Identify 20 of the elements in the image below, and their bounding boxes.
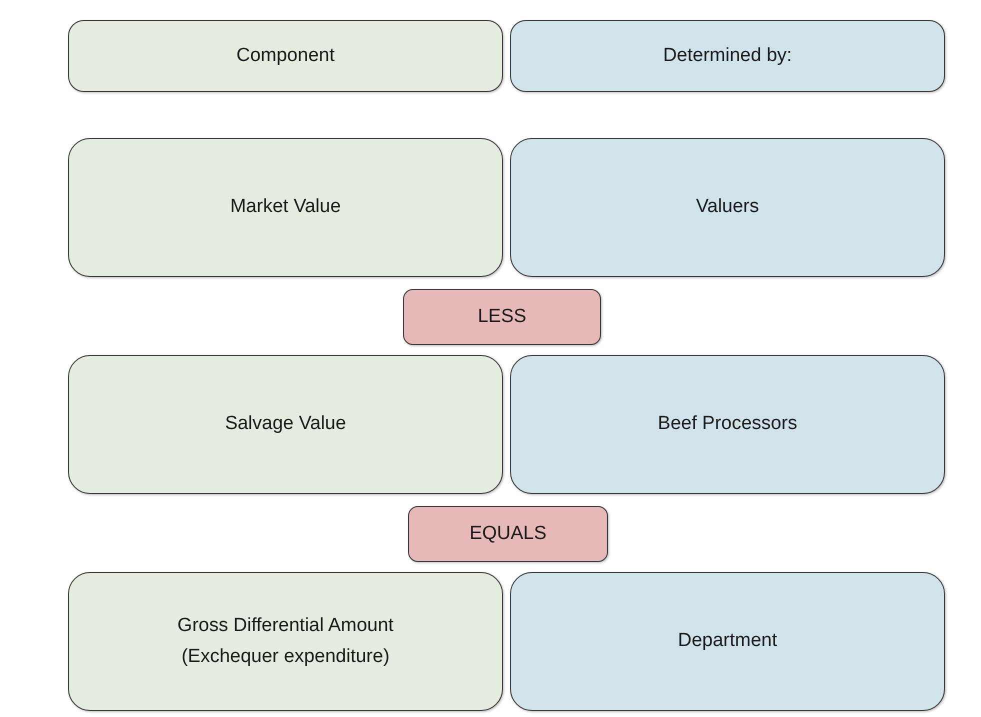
header-box bbox=[510, 20, 945, 92]
component-box bbox=[68, 138, 503, 277]
box-label: Market Value bbox=[230, 195, 341, 220]
box-label: EQUALS bbox=[469, 522, 547, 546]
determiner-box bbox=[510, 572, 945, 711]
box-label: Valuers bbox=[696, 195, 759, 220]
operator-box bbox=[408, 506, 608, 562]
component-box bbox=[68, 355, 503, 494]
box-label: LESS bbox=[478, 304, 526, 329]
determiner-box bbox=[510, 138, 945, 277]
component-box bbox=[68, 572, 503, 711]
box-label: Salvage Value bbox=[224, 412, 346, 436]
box-label: Component bbox=[236, 44, 335, 68]
operator-box bbox=[403, 289, 601, 345]
box-label: Gross Differential Amount (Exchequer expenditure) bbox=[176, 614, 395, 668]
determiner-box bbox=[510, 355, 945, 494]
box-label: Department bbox=[678, 629, 778, 654]
header-box bbox=[68, 20, 503, 92]
box-label: Beef Processors bbox=[658, 412, 798, 436]
box-label: Determined by: bbox=[663, 44, 792, 68]
